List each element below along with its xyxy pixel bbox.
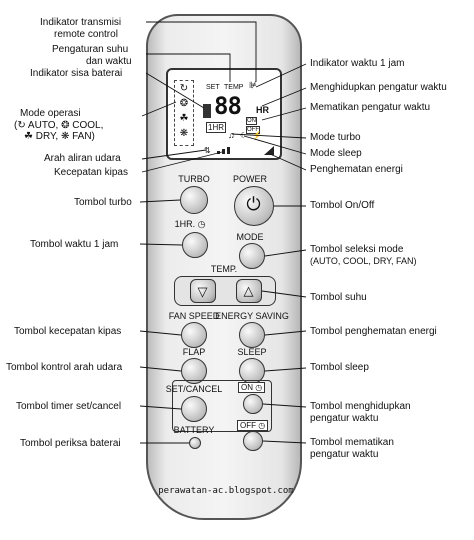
energy-saving-label: ENERGY SAVING [215,311,289,321]
label-menghidupkan-pengatur: Menghidupkan pengatur waktu [310,82,447,93]
set-cancel-button[interactable] [181,396,207,422]
power-button[interactable]: ⏻ [234,186,274,226]
flap-indicator-icon: ⇅ [204,146,211,155]
label-mematikan-pengatur: Mematikan pengatur waktu [310,102,431,113]
lcd-1hr: 1HR [206,122,227,133]
timer-off-button[interactable] [243,431,263,451]
timer-panel [172,380,272,432]
lcd-mode-icons: ↻ ❂ ☘ ❋ [174,80,194,146]
label-mode-turbo: Mode turbo [310,132,361,143]
battery-label: BATTERY [173,425,215,435]
temp-up-icon: △ [243,283,254,298]
label-indikator-waktu: Indikator waktu 1 jam [310,58,405,69]
label-tombol-penghematan: Tombol penghematan energi [310,326,437,337]
timer-on-button[interactable] [243,394,263,414]
timer-off-label: OFF ◷ [237,420,269,431]
power-label: POWER [232,174,267,184]
turbo-button[interactable] [180,186,208,214]
lcd-display [166,68,282,160]
power-icon: ⏻ [246,194,261,214]
one-hr-button[interactable] [182,232,208,258]
label-arah-aliran-udara: Arah aliran udara [44,153,121,164]
battery-indicator-icon [203,104,211,118]
auto-icon: ↻ [179,83,189,94]
flap-button[interactable] [181,358,207,384]
one-hr-label: 1HR. ◷ [174,219,206,229]
label-mode-operasi: Mode operasi(↻ AUTO, ❂ COOL,☘ DRY, ❋ FAN… [14,108,104,142]
temp-label: TEMP. [210,264,238,274]
label-penghematan-energi: Penghematan energi [310,164,403,175]
label-tombol-seleksi-mode: Tombol seleksi mode(AUTO, COOL, DRY, FAN… [310,244,417,266]
label-tombol-sleep: Tombol sleep [310,362,369,373]
label-tombol-suhu: Tombol suhu [310,292,367,303]
fan-speed-label: FAN SPEED [168,311,220,321]
fan-icon: ❋ [179,128,189,139]
temp-down-icon: ▽ [197,284,208,299]
lcd-hr: HR [256,105,269,115]
temp-up-button[interactable]: △ [236,279,262,303]
label-mode-sleep: Mode sleep [310,148,362,159]
label-tombol-timer: Tombol timer set/cancel [16,401,122,412]
timer-on-label: ON ◷ [238,382,266,393]
temp-down-button[interactable]: ▽ [190,279,216,303]
mode-label: MODE [236,232,264,242]
label-tombol-on-off: Tombol On/Off [310,200,375,211]
battery-button[interactable] [189,437,201,449]
lcd-set: SET [206,84,220,91]
label-indikator-baterai: Indikator sisa baterai [30,68,123,79]
flap-label: FLAP [182,347,206,357]
label-tombol-kontrol-arah: Tombol kontrol arah udara [6,362,123,373]
set-cancel-label: SET/CANCEL [165,384,223,394]
lcd-temp: TEMP [224,84,244,91]
label-tombol-waktu: Tombol waktu 1 jam [30,239,119,250]
label-tombol-periksa-baterai: Tombol periksa baterai [20,438,121,449]
label-tombol-turbo: Tombol turbo [74,197,132,208]
dry-icon: ☘ [179,113,189,124]
turbo-label: TURBO [178,174,210,184]
cool-icon: ❂ [179,98,189,109]
sleep-indicator-icon: ☾ [240,131,248,140]
sleep-label: SLEEP [237,347,267,357]
label-tombol-kecepatan-kipas: Tombol kecepatan kipas [14,326,122,337]
transmission-icon: ⊯ [249,80,257,90]
website-footer: perawatan-ac.blogspot.com [158,486,294,496]
turbo-indicator-icon: ♫ [228,130,235,140]
lcd-digits: 88 [214,92,242,120]
fan-speed-button[interactable] [181,322,207,348]
lcd-on: ON [246,117,257,125]
label-kecepatan-kipas: Kecepatan kipas [54,167,128,178]
energy-saving-button[interactable] [239,322,265,348]
mode-button[interactable] [239,243,265,269]
lcd-off: OFF [246,126,260,134]
wedge-indicator-icon [264,146,274,155]
